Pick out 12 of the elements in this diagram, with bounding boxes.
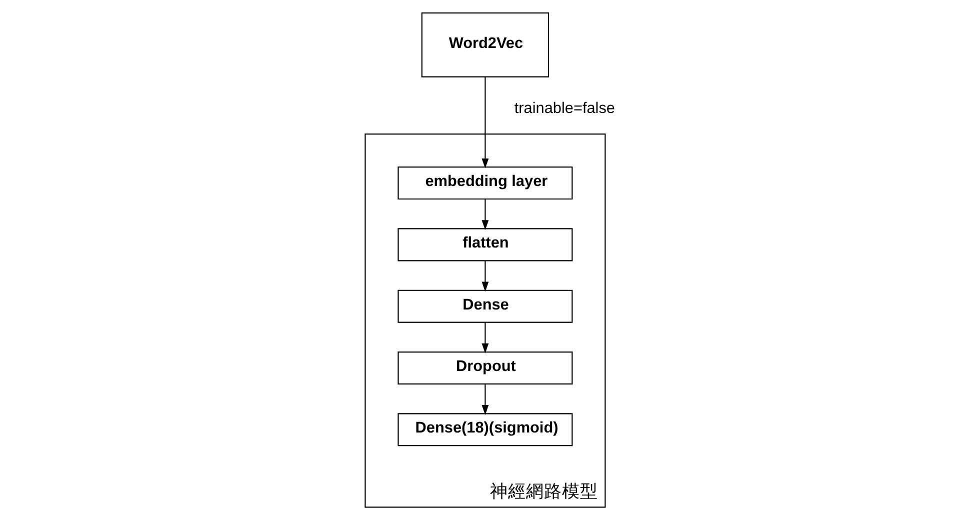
node-box: embedding layer bbox=[398, 166, 573, 200]
arrow bbox=[482, 76, 489, 168]
arrow bbox=[482, 199, 489, 230]
node-box: Dense(18)(sigmoid) bbox=[398, 413, 573, 446]
node-box: flatten bbox=[398, 228, 573, 262]
arrow bbox=[482, 260, 489, 292]
edge-label: trainable=false bbox=[514, 100, 616, 117]
node-box: Dropout bbox=[398, 351, 573, 384]
node-box: Dense bbox=[398, 290, 573, 323]
arrow bbox=[482, 322, 489, 354]
node-box: Word2Vec bbox=[421, 12, 550, 78]
arrow bbox=[482, 384, 489, 415]
